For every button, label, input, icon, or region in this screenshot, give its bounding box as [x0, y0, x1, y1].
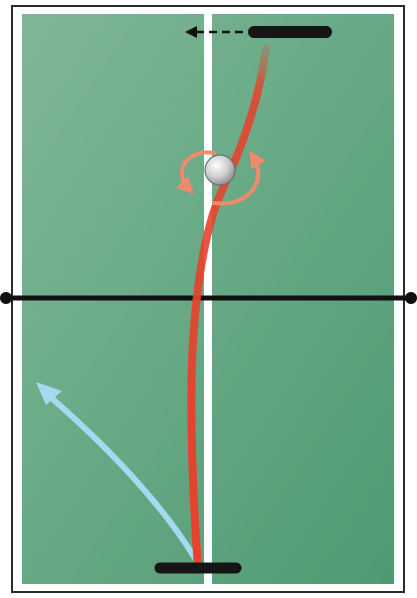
ball — [205, 155, 235, 185]
net-post-right — [405, 292, 417, 304]
net-post-left — [0, 292, 12, 304]
